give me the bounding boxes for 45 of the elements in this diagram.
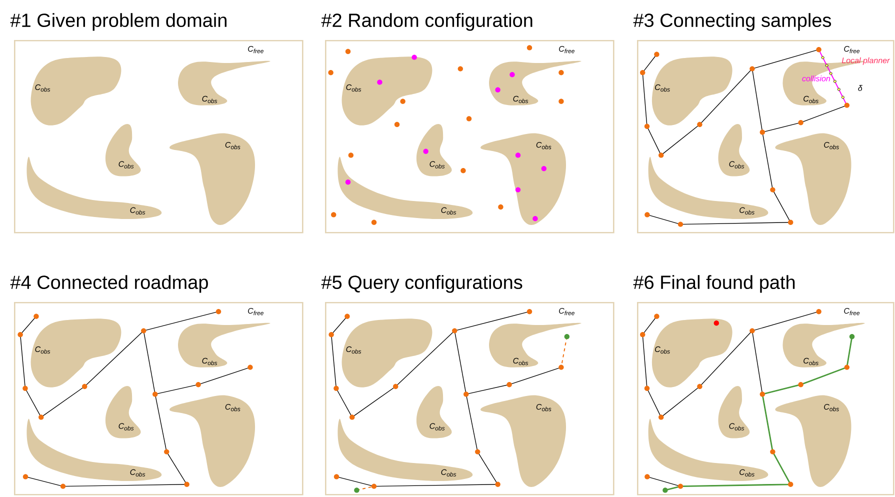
region-label: C$_{obs}$ <box>513 96 528 104</box>
region-label: C$_{obs}$ <box>804 96 818 104</box>
region-label: C$_{obs}$ <box>346 346 362 354</box>
region-label: C$_{free}$ <box>248 308 264 316</box>
region-label: C$_{obs}$ <box>536 404 552 412</box>
region-label: C$_{obs}$ <box>35 84 50 92</box>
region-label: C$_{obs}$ <box>729 423 744 430</box>
region-label: C$_{obs}$ <box>202 358 218 366</box>
annotation-label: δ <box>858 85 862 91</box>
region-label: C$_{obs}$ <box>35 346 50 354</box>
region-label: C$_{free}$ <box>844 46 860 54</box>
region-label: C$_{obs}$ <box>729 161 744 168</box>
panel-heading: #1 Given problem domain <box>10 13 226 31</box>
region-label: C$_{free}$ <box>248 46 264 54</box>
region-label: C$_{obs}$ <box>430 423 445 430</box>
region-label: C$_{obs}$ <box>130 207 146 215</box>
region-label: C$_{free}$ <box>559 46 574 54</box>
panel-heading: #2 Random configuration <box>321 13 532 31</box>
region-label: C$_{obs}$ <box>430 161 445 168</box>
annotation-label: collision <box>802 75 830 82</box>
region-label: C$_{obs}$ <box>513 358 528 366</box>
region-label: C$_{obs}$ <box>655 84 670 92</box>
panel-heading: #6 Final found path <box>633 275 795 293</box>
region-label: C$_{obs}$ <box>804 358 818 366</box>
panel-heading: #3 Connecting samples <box>633 13 832 31</box>
region-label: C$_{obs}$ <box>824 142 839 150</box>
region-label: C$_{obs}$ <box>824 404 839 412</box>
region-label: C$_{obs}$ <box>655 346 670 354</box>
region-label: C$_{obs}$ <box>740 469 754 477</box>
region-label: C$_{obs}$ <box>118 423 134 430</box>
region-label: C$_{obs}$ <box>118 161 134 168</box>
region-label: C$_{obs}$ <box>441 207 456 215</box>
region-label: C$_{free}$ <box>559 308 574 316</box>
region-label: C$_{free}$ <box>844 308 860 316</box>
region-label: C$_{obs}$ <box>740 207 754 215</box>
region-label: C$_{obs}$ <box>225 404 240 412</box>
region-label: C$_{obs}$ <box>441 469 456 477</box>
region-label: C$_{obs}$ <box>130 469 146 477</box>
region-label: C$_{obs}$ <box>202 96 218 104</box>
region-label: C$_{obs}$ <box>346 84 362 92</box>
annotation-label: Local planner <box>842 57 890 65</box>
panel-heading: #4 Connected roadmap <box>10 275 208 293</box>
region-label: C$_{obs}$ <box>225 142 240 150</box>
region-label: C$_{obs}$ <box>536 142 552 150</box>
panel-heading: #5 Query configurations <box>321 275 522 293</box>
